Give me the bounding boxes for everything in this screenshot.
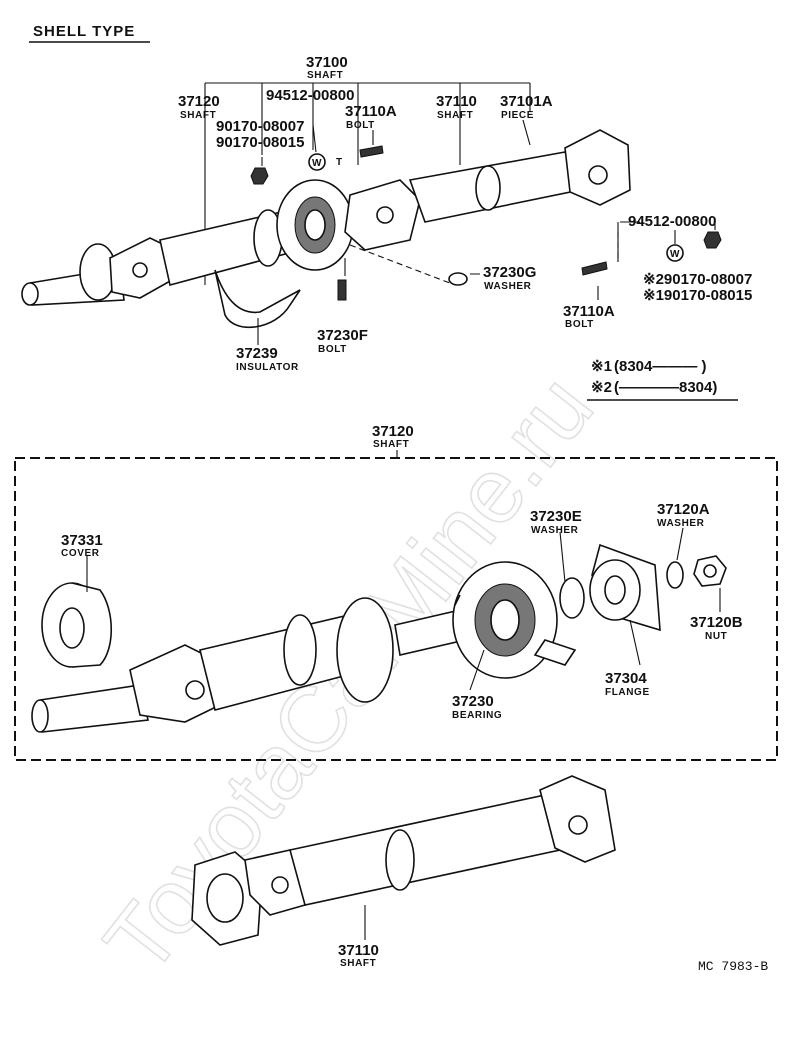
note-1-range: (8304——— ) bbox=[614, 358, 707, 375]
label-37230f: 37230F bbox=[317, 327, 368, 344]
clip-symbol: W bbox=[312, 158, 322, 169]
label-lower-37110-name: SHAFT bbox=[340, 958, 376, 969]
exploded-stub-tube bbox=[39, 684, 149, 733]
label-37230-name: BEARING bbox=[452, 710, 502, 721]
label-37110a-right: 37110A bbox=[563, 303, 615, 320]
label-37100-name: SHAFT bbox=[307, 70, 343, 81]
label-37101a-name: PIECE bbox=[501, 110, 534, 121]
exploded-view: 37120 SHAFT bbox=[14, 423, 778, 761]
label-alt-nut-2: ※190170-08015 bbox=[643, 287, 752, 304]
washer-37230g bbox=[448, 272, 468, 286]
label-37331: 37331 bbox=[61, 532, 103, 549]
support-bolt bbox=[337, 279, 347, 301]
label-37304-name: FLANGE bbox=[605, 687, 650, 698]
label-37120b: 37120B bbox=[690, 614, 743, 631]
label-clip: 94512-00800 bbox=[266, 87, 354, 104]
t-mark: T bbox=[336, 157, 343, 168]
upper-nut bbox=[250, 167, 269, 185]
label-lower-37110: 37110 bbox=[338, 942, 379, 959]
label-37120: 37120 bbox=[178, 93, 220, 110]
label-37110a-right-name: BOLT bbox=[565, 319, 594, 330]
note-2-range: (————8304) bbox=[614, 379, 717, 396]
right-nut bbox=[703, 231, 722, 249]
label-37100: 37100 bbox=[306, 54, 348, 71]
label-37230g: 37230G bbox=[483, 264, 536, 281]
note-2-mark: ※2 bbox=[591, 379, 612, 396]
label-37230g-name: WASHER bbox=[484, 281, 532, 292]
label-alt-nut-1: ※290170-08007 bbox=[643, 271, 752, 288]
clip-symbol-right: W bbox=[670, 249, 680, 260]
drawing-ref: MC 7983-B bbox=[698, 959, 768, 974]
serial-notes: ※1 (8304——— ) ※2 (————8304) bbox=[587, 358, 738, 401]
clip-circle bbox=[308, 153, 326, 171]
label-37120b-name: NUT bbox=[705, 631, 727, 642]
label-37239: 37239 bbox=[236, 345, 278, 362]
label-37110a-name: BOLT bbox=[346, 120, 375, 131]
label-37101a: 37101A bbox=[500, 93, 553, 110]
label-37304: 37304 bbox=[605, 670, 647, 687]
insulator-bracket bbox=[214, 269, 301, 329]
label-nut-2: 90170-08015 bbox=[216, 134, 304, 151]
label-37110: 37110 bbox=[436, 93, 477, 110]
label-37120a: 37120A bbox=[657, 501, 710, 518]
section-title: SHELL TYPE bbox=[33, 23, 135, 40]
label-clip-right: 94512-00800 bbox=[628, 213, 716, 230]
right-bolt bbox=[581, 261, 608, 276]
lower-view: 37110 SHAFT bbox=[191, 775, 616, 969]
lower-shaft-tube bbox=[289, 794, 561, 906]
label-37230e-name: WASHER bbox=[531, 525, 579, 536]
label-exploded-37120-name: SHAFT bbox=[373, 439, 409, 450]
clip-circle-right bbox=[666, 244, 684, 262]
label-37331-name: COVER bbox=[61, 548, 100, 559]
label-37110a: 37110A bbox=[345, 103, 397, 120]
label-exploded-37120: 37120 bbox=[372, 423, 414, 440]
label-37230e: 37230E bbox=[530, 508, 582, 525]
label-37110-name: SHAFT bbox=[437, 110, 473, 121]
upper-assembly: W W T 37100 SHAFT 37120 SHAFT 94512-0080… bbox=[21, 54, 752, 373]
label-37239-name: INSULATOR bbox=[236, 362, 299, 373]
label-37120-name: SHAFT bbox=[180, 110, 216, 121]
washer-37120a bbox=[666, 561, 684, 589]
washer-37230e bbox=[559, 577, 585, 619]
exploded-frame bbox=[14, 457, 778, 761]
exploded-disk bbox=[336, 597, 394, 703]
upper-bolt bbox=[359, 145, 384, 158]
label-37230: 37230 bbox=[452, 693, 494, 710]
label-37230f-name: BOLT bbox=[318, 344, 347, 355]
label-nut-1: 90170-08007 bbox=[216, 118, 304, 135]
note-1-mark: ※1 bbox=[591, 358, 612, 375]
label-37120a-name: WASHER bbox=[657, 518, 705, 529]
